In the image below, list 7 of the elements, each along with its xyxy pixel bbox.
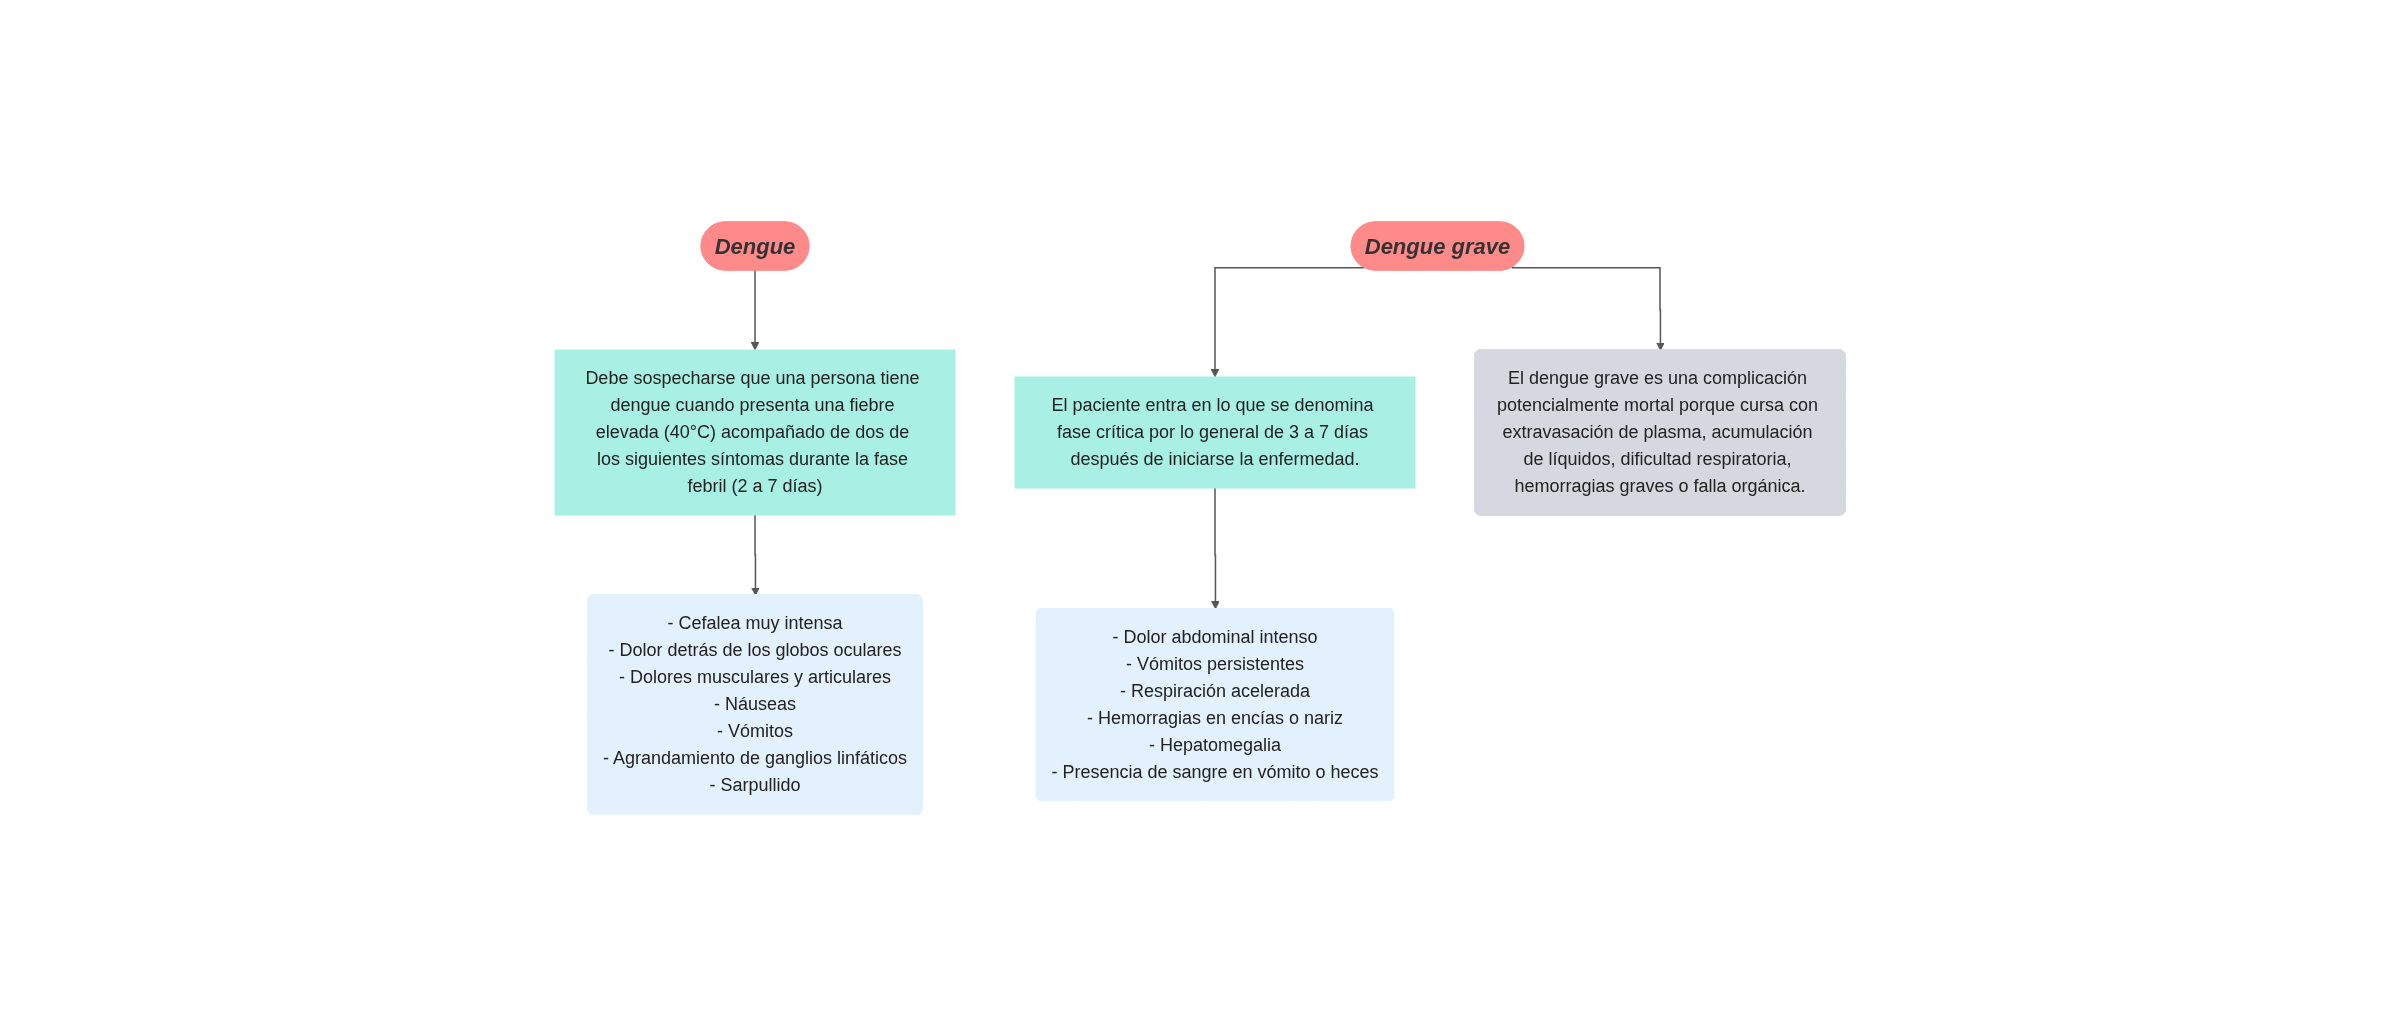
arrow [1210,266,1366,377]
arrow [751,513,760,596]
arrow [750,269,760,350]
node-box: El paciente entra en lo que se denomina fase crítica por lo general de 3 a 7 días después de iniciarse la enfermedad. [1014,376,1416,488]
node-box: Debe sospecharse que una persona tiene dengue cuando presenta una fiebre elevada (40°C) acompañado de dos de los siguientes síntomas durante la fase febril (2 a 7 días) [554,349,956,515]
arrow [1211,486,1220,609]
arrow [1510,266,1665,351]
